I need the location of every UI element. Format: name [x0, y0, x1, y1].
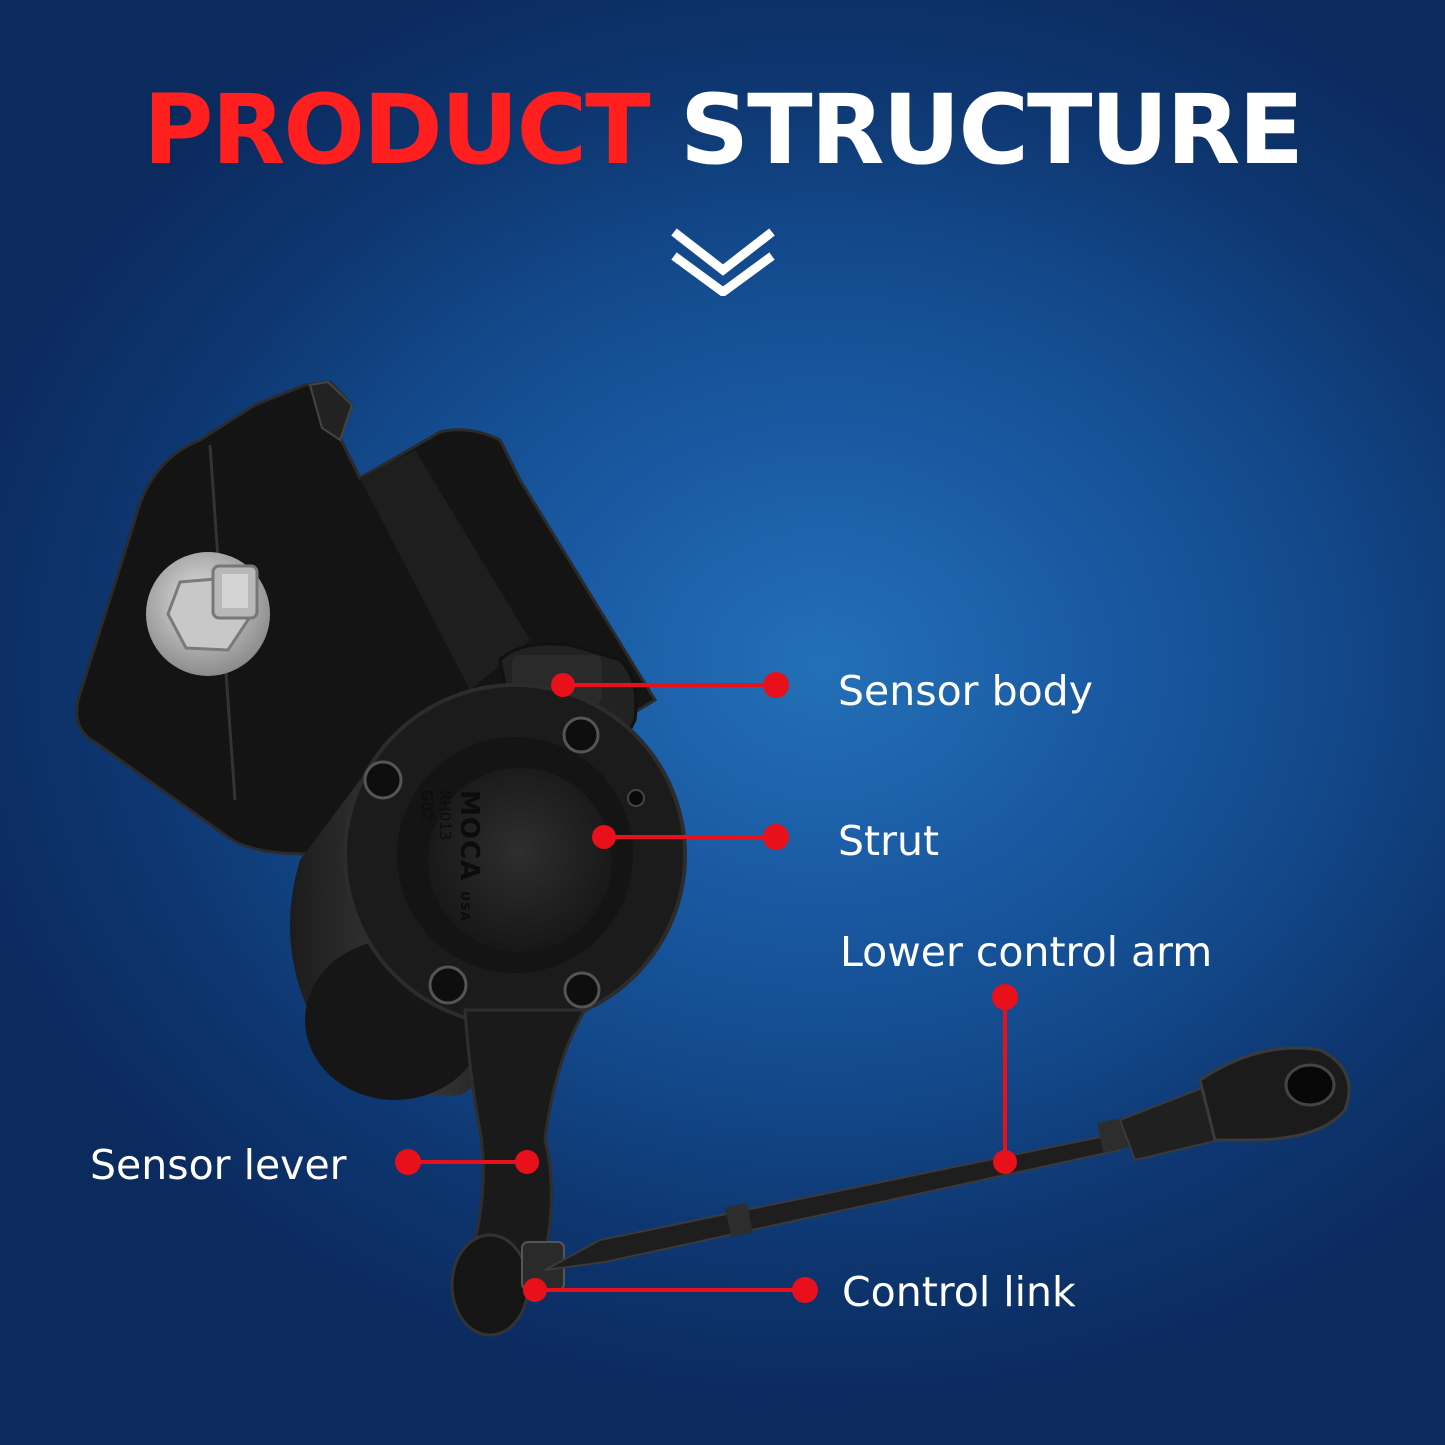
sensor-body-dot-start: [551, 673, 575, 697]
mounting-nut: [146, 552, 270, 676]
lower-control-arm-dot-top: [992, 984, 1018, 1010]
sensor-lever-part: [450, 1008, 588, 1337]
label-control-link: Control link: [842, 1268, 1076, 1316]
title-word-structure: STRUCTURE: [680, 74, 1304, 186]
label-lower-control-arm: Lower control arm: [840, 928, 1213, 976]
label-sensor-body: Sensor body: [838, 667, 1093, 715]
sensor-face: [343, 683, 687, 1027]
strut-dot-end: [763, 824, 789, 850]
sensor-lever-dot-end: [515, 1150, 539, 1174]
part-marking: MOCA USA RH013 G02: [418, 790, 484, 922]
label-sensor-lever: Sensor lever: [90, 1141, 347, 1189]
marking-code2: G02: [418, 790, 436, 821]
control-link-dot-start: [523, 1278, 547, 1302]
marking-brand: MOCA: [454, 790, 484, 882]
marking-origin: USA: [458, 891, 472, 922]
callout-dots: [395, 672, 1018, 1303]
control-link-dot-end: [792, 1277, 818, 1303]
sensor-lever-dot-start: [395, 1149, 421, 1175]
label-strut: Strut: [838, 817, 940, 865]
control-link-rod: [544, 1046, 1351, 1271]
lower-control-arm-dot-rod: [993, 1150, 1017, 1174]
callout-lines: [408, 683, 1007, 1292]
sensor-body-dot-end: [763, 672, 789, 698]
page-title: PRODUCT STRUCTURE: [0, 82, 1445, 178]
double-chevron-down-icon: [671, 228, 775, 296]
title-word-product: PRODUCT: [143, 74, 650, 186]
marking-code1: RH013: [436, 790, 454, 841]
strut-dot-start: [592, 825, 616, 849]
